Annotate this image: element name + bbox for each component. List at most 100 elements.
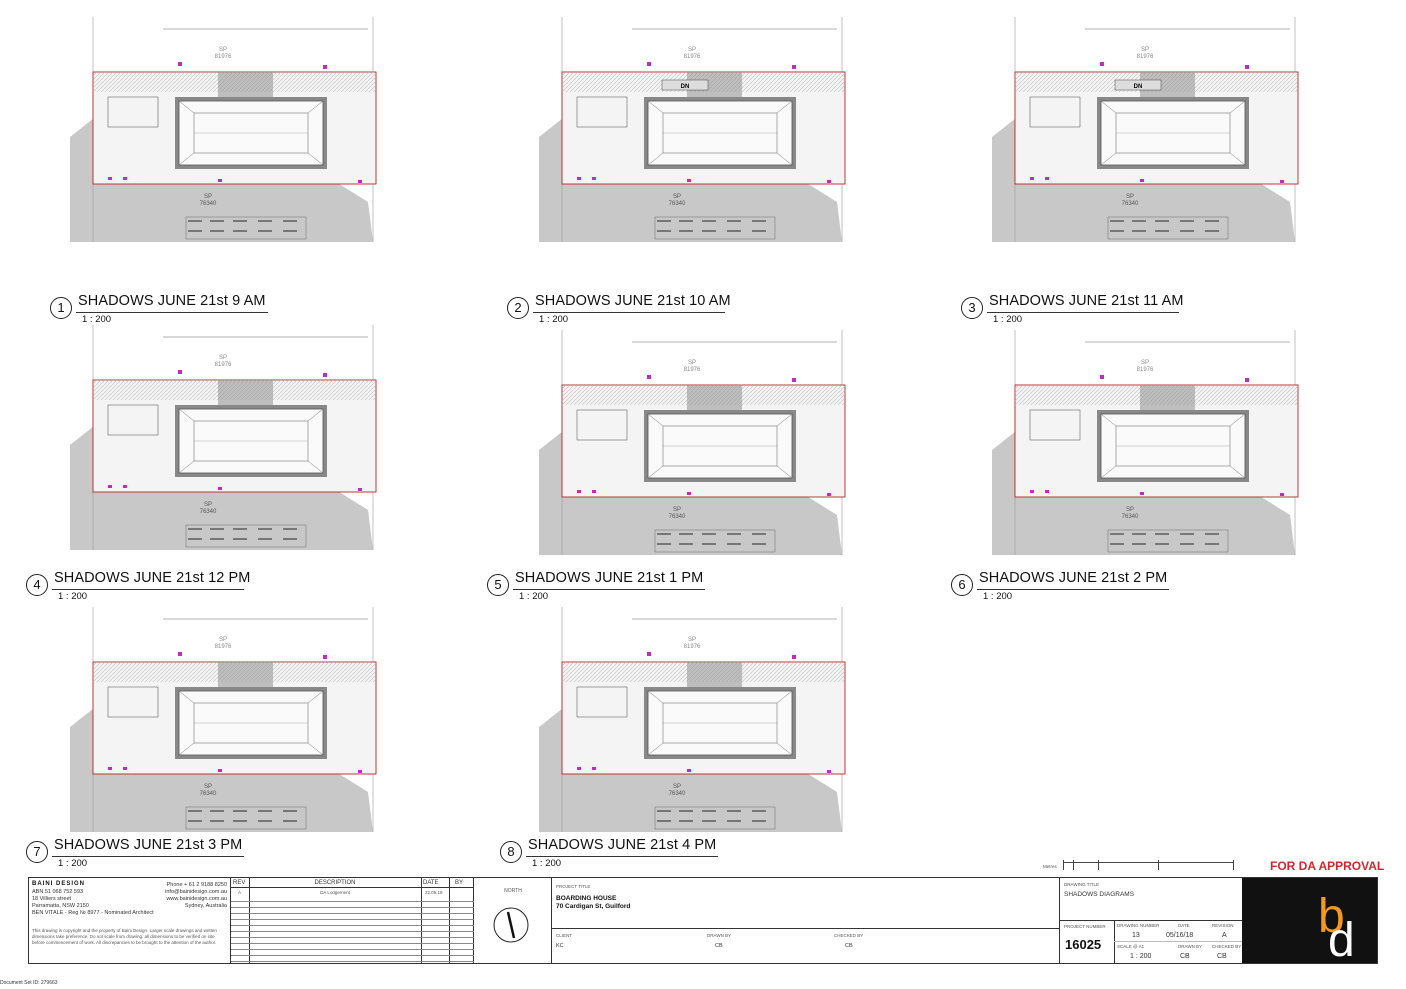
svg-text:DN: DN — [1134, 84, 1143, 90]
scale-bar: Metres — [1043, 858, 1243, 872]
svg-text:76340: 76340 — [1122, 514, 1139, 520]
title-underline — [987, 312, 1179, 313]
project-name: BOARDING HOUSE — [556, 895, 617, 902]
view-label-8: 8 SHADOWS JUNE 21st 4 PM 1 : 200 — [500, 837, 740, 879]
svg-text:76340: 76340 — [669, 791, 686, 797]
drawing-title-label: DRAWING TITLE — [1064, 882, 1100, 887]
project-number-label: PROJECT NUMBER — [1064, 924, 1106, 929]
firm-phone: Phone + 61 2 9188 8250 — [166, 882, 227, 888]
revisions-table: REV DESCRIPTION DATE BY A DA Lodgement 2… — [231, 878, 474, 963]
view-number: 8 — [500, 841, 522, 863]
view-scale: 1 : 200 — [539, 314, 569, 325]
checked-by-value: CB — [845, 943, 853, 949]
svg-text:SP: SP — [204, 784, 212, 790]
date-cell: 22.05.18 — [425, 890, 443, 895]
date-label: DATE — [1178, 923, 1190, 928]
view-scale: 1 : 200 — [983, 591, 1013, 602]
date-value: 05/16/18 — [1166, 932, 1194, 939]
date-header: DATE — [423, 880, 439, 886]
title-block: BAINI DESIGN ABN 51 068 752 593 18 Villi… — [28, 877, 1378, 967]
svg-text:SP: SP — [688, 637, 696, 643]
logo-d: d — [1328, 914, 1355, 963]
scale-value: 1 : 200 — [1130, 953, 1152, 960]
title-underline — [52, 589, 244, 590]
svg-text:SP: SP — [673, 194, 681, 200]
client-label: CLIENT — [556, 933, 573, 938]
svg-text:SP: SP — [688, 47, 696, 53]
svg-text:76340: 76340 — [200, 201, 217, 207]
view-label-2: 2 SHADOWS JUNE 21st 10 AM 1 : 200 — [507, 293, 747, 335]
svg-text:SP: SP — [1141, 360, 1149, 366]
view-title: SHADOWS JUNE 21st 3 PM — [54, 837, 243, 853]
firm-web: www.bainidesign.com.au — [166, 896, 227, 902]
firm-architect: BEN VITALE - Reg № 8977 - Nominated Arch… — [32, 910, 154, 916]
svg-text:SP: SP — [204, 502, 212, 508]
view-number: 3 — [961, 297, 983, 319]
view-label-7: 7 SHADOWS JUNE 21st 3 PM 1 : 200 — [26, 837, 266, 879]
svg-text:76340: 76340 — [1122, 201, 1139, 207]
svg-text:81976: 81976 — [215, 644, 232, 650]
svg-text:SP: SP — [688, 360, 696, 366]
view-label-4: 4 SHADOWS JUNE 21st 12 PM 1 : 200 — [26, 570, 266, 612]
logo-b: b — [1318, 890, 1345, 943]
svg-text:76340: 76340 — [200, 791, 217, 797]
checked-by-label: CHECKED BY — [834, 933, 864, 938]
plan-view-7: SP 81976 SP 76340 — [68, 607, 378, 832]
view-title: SHADOWS JUNE 21st 11 AM — [989, 293, 1184, 309]
north-section: NORTH — [474, 878, 552, 963]
checked-label: CHECKED BY — [1212, 944, 1242, 949]
svg-text:SP: SP — [1126, 507, 1134, 513]
view-scale: 1 : 200 — [58, 858, 88, 869]
description-cell: DA Lodgement — [320, 890, 350, 895]
plan-view-1: SP 81976 SP 76340 — [68, 17, 378, 242]
plan-view-6: SP 81976 SP 76340 — [990, 330, 1300, 555]
view-scale: 1 : 200 — [993, 314, 1023, 325]
firm-name: BAINI DESIGN — [32, 881, 86, 887]
copyright-disclaimer: This drawing is copyright and the proper… — [32, 928, 217, 945]
view-title: SHADOWS JUNE 21st 2 PM — [979, 570, 1168, 586]
svg-text:81976: 81976 — [215, 54, 232, 60]
svg-text:81976: 81976 — [684, 644, 701, 650]
view-number: 2 — [507, 297, 529, 319]
svg-text:76340: 76340 — [669, 514, 686, 520]
svg-text:SP: SP — [673, 784, 681, 790]
description-header: DESCRIPTION — [314, 880, 356, 886]
view-label-6: 6 SHADOWS JUNE 21st 2 PM 1 : 200 — [951, 570, 1191, 612]
title-underline — [76, 312, 268, 313]
view-title: SHADOWS JUNE 21st 10 AM — [535, 293, 731, 309]
north-arrow-icon — [493, 907, 529, 943]
approval-status: FOR DA APPROVAL — [1270, 859, 1385, 873]
firm-section: BAINI DESIGN ABN 51 068 752 593 18 Villi… — [29, 878, 231, 963]
view-scale: 1 : 200 — [532, 858, 562, 869]
svg-text:81976: 81976 — [1137, 54, 1154, 60]
revision-rows-lines — [231, 896, 474, 963]
firm-email: info@bainidesign.com.au — [165, 889, 227, 895]
svg-text:DN: DN — [681, 84, 690, 90]
project-address: 70 Cardigan St, Guilford — [556, 903, 631, 910]
svg-text:SP: SP — [219, 637, 227, 643]
title-underline — [526, 856, 718, 857]
svg-text:SP: SP — [219, 47, 227, 53]
svg-text:81976: 81976 — [684, 367, 701, 373]
view-title: SHADOWS JUNE 21st 1 PM — [515, 570, 704, 586]
scale-bar-label: Metres — [1043, 864, 1057, 869]
revision-value: A — [1222, 932, 1227, 939]
view-title: SHADOWS JUNE 21st 4 PM — [528, 837, 717, 853]
firm-city: Parramatta, NSW 2150 — [32, 903, 89, 909]
firm-street: 18 Villiers street — [32, 896, 72, 902]
company-logo: b d — [1242, 878, 1377, 967]
svg-text:SP: SP — [219, 355, 227, 361]
plan-view-5: SP 81976 SP 76340 — [537, 330, 847, 555]
title-underline — [977, 589, 1169, 590]
plan-view-8: SP 81976 SP 76340 — [537, 607, 847, 832]
plan-view-4: SP 81976 SP 76340 — [68, 325, 378, 550]
drawing-info-section: DRAWING TITLE SHADOWS DIAGRAMS PROJECT N… — [1060, 878, 1242, 963]
drawing-title: SHADOWS DIAGRAMS — [1064, 891, 1135, 898]
svg-text:81976: 81976 — [215, 362, 232, 368]
north-label: NORTH — [504, 888, 522, 894]
view-scale: 1 : 200 — [58, 591, 88, 602]
title-underline — [52, 856, 244, 857]
project-section: PROJECT TITLE BOARDING HOUSE 70 Cardigan… — [552, 878, 1060, 963]
svg-text:SP: SP — [204, 194, 212, 200]
drawn-by-value: CB — [715, 943, 723, 949]
